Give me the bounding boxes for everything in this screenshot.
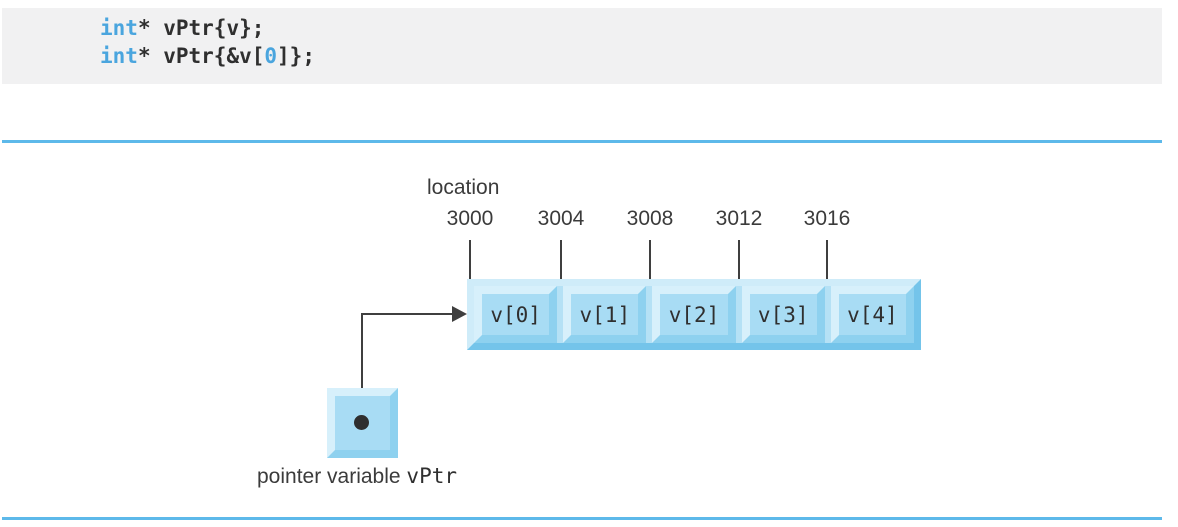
tick-mark <box>560 240 562 279</box>
pointer-label-text: pointer variable <box>257 465 407 488</box>
tick-mark <box>469 240 471 279</box>
array-cell-v[2]: v[2] <box>652 286 736 343</box>
array-cell-v[0]: v[0] <box>474 286 558 343</box>
pointer-label-code: vPtr <box>406 464 457 488</box>
top-divider-line <box>2 140 1162 143</box>
code-token-plain: ]}; <box>277 44 315 68</box>
pointer-dot-icon <box>354 415 369 430</box>
code-line-1: int* vPtr{&v[0]}; <box>100 42 1162 70</box>
code-block: int* vPtr{v};int* vPtr{&v[0]}; <box>2 8 1162 84</box>
pointer-arrow-horizontal <box>361 313 453 315</box>
code-token-keyword: 0 <box>264 44 278 68</box>
pointer-variable-label: pointer variable vPtr <box>257 464 457 489</box>
pointer-arrow-vertical <box>361 314 363 422</box>
array-tray: v[0]v[1]v[2]v[3]v[4] <box>467 279 921 350</box>
tick-mark <box>826 240 828 279</box>
code-line-0: int* vPtr{v}; <box>100 14 1162 42</box>
code-token-keyword: int <box>100 44 138 68</box>
address-label-3016: 3016 <box>803 207 851 230</box>
location-label: location <box>427 176 500 199</box>
address-label-3008: 3008 <box>626 207 674 230</box>
pointer-arrowhead-icon <box>452 306 467 322</box>
array-cell-v[4]: v[4] <box>830 286 915 343</box>
address-label-3000: 3000 <box>446 207 494 230</box>
tick-mark <box>738 240 740 279</box>
code-token-plain: * vPtr{&v[ <box>137 44 265 68</box>
address-label-3004: 3004 <box>537 207 585 230</box>
code-token-plain: * vPtr{v}; <box>137 16 265 40</box>
bottom-divider-line <box>2 517 1162 520</box>
code-token-keyword: int <box>100 16 138 40</box>
array-cell-v[1]: v[1] <box>563 286 647 343</box>
array-cell-v[3]: v[3] <box>741 286 825 343</box>
address-label-3012: 3012 <box>715 207 763 230</box>
tick-mark <box>649 240 651 279</box>
